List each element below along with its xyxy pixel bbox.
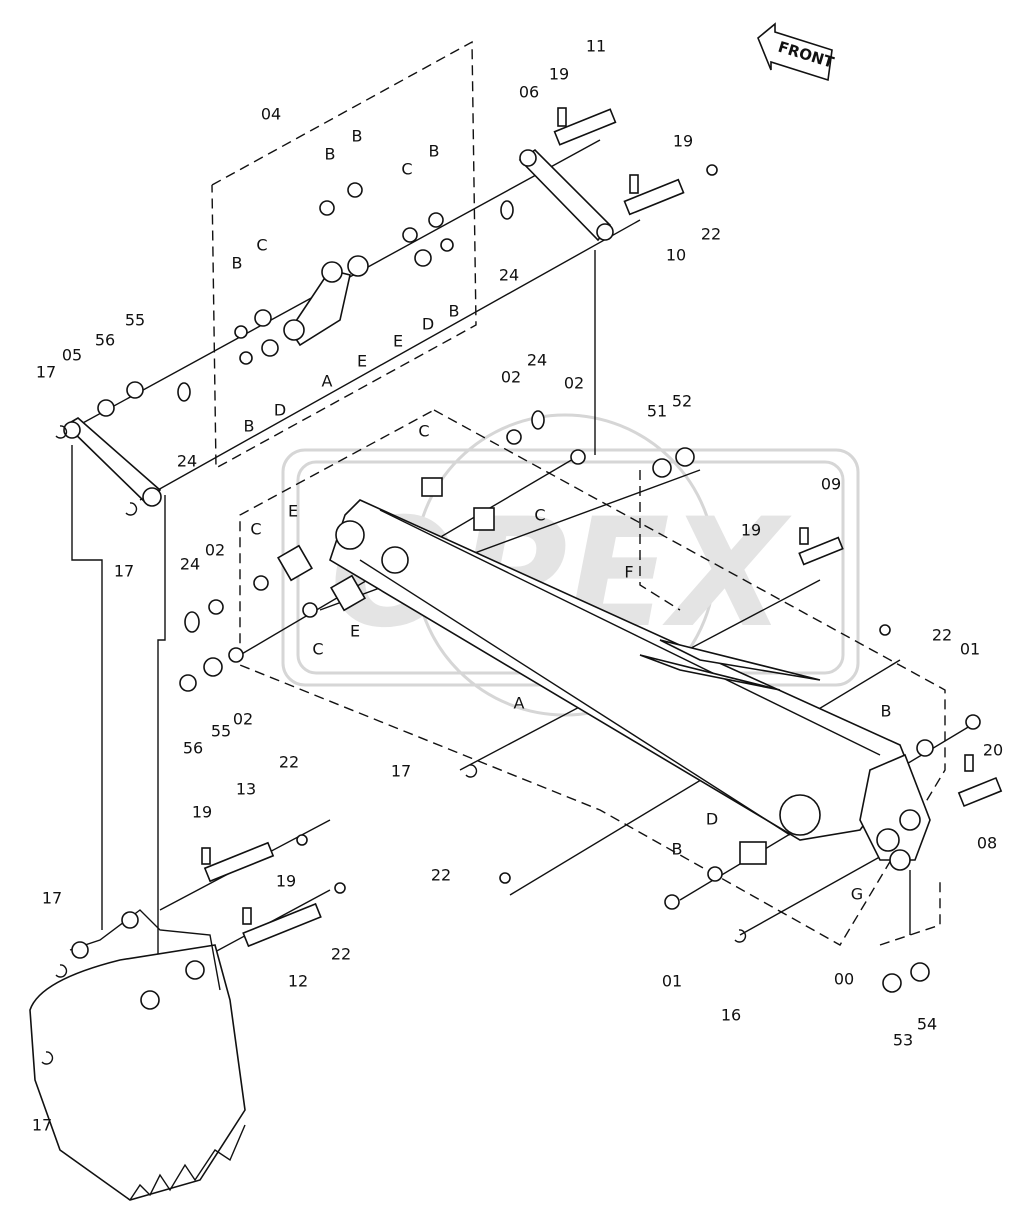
- callout-label: 20: [983, 741, 1003, 760]
- callout-label: 24: [177, 452, 197, 471]
- assembly-outlines: [211, 40, 946, 946]
- callout-label: C: [534, 506, 545, 525]
- upper-link: [283, 148, 614, 347]
- callout-label: 22: [331, 945, 351, 964]
- arm-group-outline: [239, 409, 946, 946]
- callout-label: 17: [42, 889, 62, 908]
- callout-label: 24: [180, 555, 200, 574]
- callout-label: 56: [95, 331, 115, 350]
- bushings-washers: [97, 164, 981, 993]
- callout-label: 22: [932, 626, 952, 645]
- callout-label: 24: [499, 266, 519, 285]
- callout-label: 04: [261, 105, 281, 124]
- callout-label: 24: [527, 351, 547, 370]
- callout-label: 01: [662, 972, 682, 991]
- callout-label: 22: [431, 866, 451, 885]
- callout-label: 12: [288, 972, 308, 991]
- callout-label: A: [514, 694, 525, 713]
- callout-label: 19: [276, 872, 296, 891]
- link-group-outline: [211, 40, 477, 470]
- callout-label: B: [352, 127, 363, 146]
- callout-label: 51: [647, 402, 667, 421]
- callout-label: B: [672, 840, 683, 859]
- callout-label: 02: [501, 368, 521, 387]
- callout-label: 55: [125, 311, 145, 330]
- callout-label: C: [401, 160, 412, 179]
- callout-label: F: [624, 563, 633, 582]
- callout-label: 52: [672, 392, 692, 411]
- callout-label: 56: [183, 739, 203, 758]
- callout-label: G: [851, 885, 863, 904]
- callout-label: B: [429, 142, 440, 161]
- callout-label: 17: [36, 363, 56, 382]
- callout-label: D: [706, 810, 718, 829]
- callout-label: 05: [62, 346, 82, 365]
- callout-label: 17: [114, 562, 134, 581]
- callout-label: 17: [391, 762, 411, 781]
- callout-label: 54: [917, 1015, 937, 1034]
- callout-label: 16: [721, 1006, 741, 1025]
- pins: [201, 107, 1003, 948]
- side-link: [63, 417, 162, 507]
- callout-label: C: [418, 422, 429, 441]
- callout-label: 09: [821, 475, 841, 494]
- callout-label: E: [288, 502, 298, 521]
- callout-label: B: [325, 145, 336, 164]
- circlips: [41, 425, 747, 1065]
- callout-label: 02: [564, 374, 584, 393]
- callout-label: D: [422, 315, 434, 334]
- callout-label: 02: [233, 710, 253, 729]
- callout-label: E: [393, 332, 403, 351]
- callout-label: 17: [32, 1116, 52, 1135]
- callout-labels: 0411190619221024BBCBCBDBEEADB55560517241…: [32, 37, 1003, 1135]
- callout-label: 53: [893, 1031, 913, 1050]
- callout-label: 08: [977, 834, 997, 853]
- bucket: [29, 909, 246, 1201]
- callout-label: E: [357, 352, 367, 371]
- pin-group-outline: [639, 470, 681, 611]
- callout-label: A: [322, 372, 333, 391]
- callout-label: 02: [205, 541, 225, 560]
- callout-label: 19: [549, 65, 569, 84]
- callout-label: 01: [960, 640, 980, 659]
- callout-label: D: [274, 401, 286, 420]
- callout-label: 19: [741, 521, 761, 540]
- callout-label: 06: [519, 83, 539, 102]
- callout-label: C: [312, 640, 323, 659]
- callout-label: B: [881, 702, 892, 721]
- callout-label: 22: [701, 225, 721, 244]
- callout-label: E: [350, 622, 360, 641]
- callout-label: 13: [236, 780, 256, 799]
- callout-label: 22: [279, 753, 299, 772]
- callout-label: 55: [211, 722, 231, 741]
- callout-label: 19: [673, 132, 693, 151]
- callout-label: 11: [586, 37, 606, 56]
- callout-label: B: [449, 302, 460, 321]
- callout-label: 10: [666, 246, 686, 265]
- callout-label: B: [232, 254, 243, 273]
- callout-label: C: [256, 236, 267, 255]
- callout-label: C: [250, 520, 261, 539]
- arm-body: [329, 499, 931, 871]
- washer-group-outline: [879, 880, 941, 946]
- callout-label: 00: [834, 970, 854, 989]
- callout-label: 19: [192, 803, 212, 822]
- front-arrow-icon: FRONT: [757, 22, 837, 82]
- callout-label: B: [244, 417, 255, 436]
